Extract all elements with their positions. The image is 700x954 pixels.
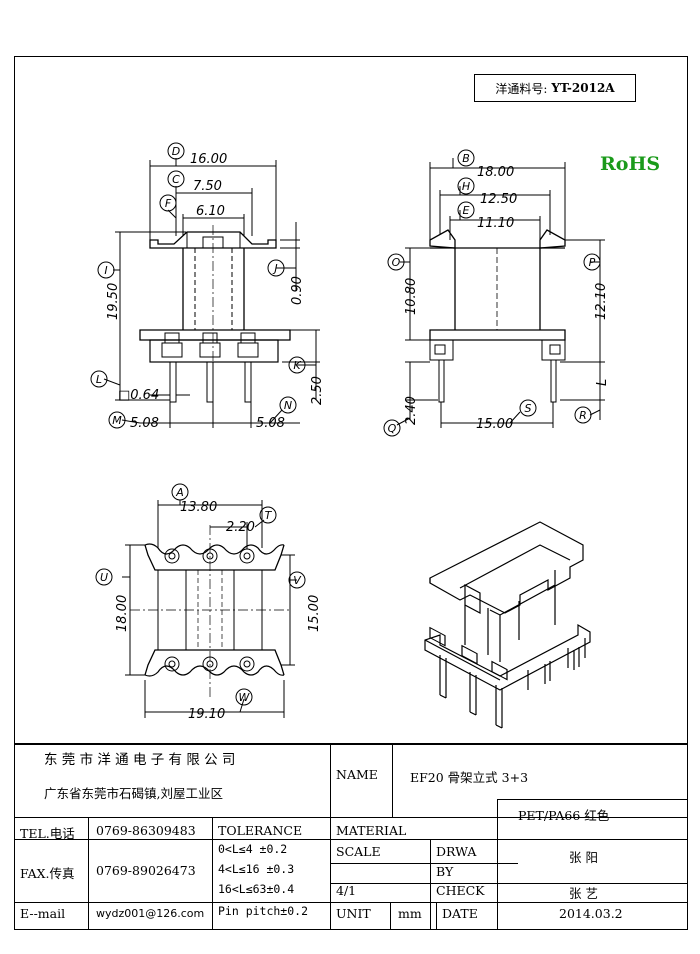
callout-K: K — [293, 359, 301, 372]
tolerance-row-1: 0<L≤4 ±0.2 — [218, 842, 288, 856]
name-label: NAME — [336, 767, 378, 782]
drawn-by-label-1: DRWA — [436, 844, 477, 859]
callout-circles — [90, 142, 601, 706]
fax-label: FAX.传真 — [20, 866, 75, 881]
dim-12-50: 12.50 — [480, 192, 517, 207]
bottom-view — [122, 500, 297, 718]
dim-19-50: 19.50 — [106, 283, 121, 320]
callout-Q: Q — [388, 422, 397, 435]
callout-B: B — [462, 152, 470, 165]
dim-2-40: 2.40 — [404, 396, 419, 425]
dim-2-50: 2.50 — [310, 376, 325, 405]
callout-letters: D C F I J K L M N B H E O P Q R S A T U … — [96, 145, 596, 704]
drawing-sheet — [14, 56, 688, 930]
dim-5-08-left: 5.08 — [130, 416, 159, 431]
dim-11-10: 11.10 — [477, 216, 514, 231]
callout-L: L — [96, 373, 102, 386]
dim-10-80: 10.80 — [404, 278, 419, 315]
part-number: YT-2012A — [551, 81, 615, 95]
callout-T: T — [265, 509, 273, 522]
drawn-by-label-2: BY — [436, 864, 454, 879]
callout-E: E — [463, 204, 470, 217]
unit-value: mm — [398, 906, 422, 921]
callout-N: N — [284, 399, 292, 412]
company-address: 广东省东莞市石碣镇,刘屋工业区 — [44, 786, 223, 801]
email-label: E--mail — [20, 906, 66, 921]
dim-2-20: 2.20 — [226, 520, 255, 535]
isometric-view — [424, 521, 591, 729]
unit-label: UNIT — [336, 906, 371, 921]
dim-16: 16.00 — [190, 152, 227, 167]
date-label: DATE — [442, 906, 478, 921]
dim-L: L — [595, 379, 610, 386]
company-name: 东 莞 市 洋 通 电 子 有 限 公 司 — [44, 752, 236, 768]
check-value: 张 艺 — [569, 886, 598, 901]
technical-drawing: D C F I J K L M N B H E O P Q R S A T U … — [90, 142, 610, 729]
tel-value: 0769-86309483 — [96, 823, 196, 838]
tel-label: TEL.电话 — [20, 826, 75, 841]
scale-value: 4/1 — [336, 883, 357, 898]
dim-5-08-right: 5.08 — [256, 416, 285, 431]
dim-0-64: □0.64 — [118, 388, 159, 403]
callout-D: D — [172, 145, 180, 158]
tolerance-row-4: Pin pitch±0.2 — [218, 904, 309, 918]
callout-I: I — [104, 264, 107, 277]
material-label: MATERIAL — [336, 823, 407, 838]
dim-13-80: 13.80 — [180, 500, 217, 515]
callout-W: W — [239, 691, 251, 704]
dim-12-10: 12.10 — [594, 283, 609, 320]
tolerance-row-3: 16<L≤63±0.4 — [218, 882, 295, 896]
callout-A: A — [175, 486, 184, 499]
callout-H: H — [462, 180, 470, 193]
callout-M: M — [112, 414, 122, 427]
rohs-mark: RoHS — [600, 153, 661, 175]
callout-F: F — [165, 197, 172, 210]
dim-18-bottom: 18.00 — [115, 595, 130, 632]
part-number-box: 洋通料号: YT-2012A — [474, 74, 636, 102]
callout-U: U — [100, 571, 108, 584]
callout-R: R — [579, 409, 587, 422]
side-view — [396, 158, 605, 428]
callout-V: V — [293, 574, 302, 587]
check-label: CHECK — [436, 883, 485, 898]
dim-6-10: 6.10 — [196, 204, 225, 219]
callout-C: C — [172, 173, 180, 186]
dimension-labels: 16.00 7.50 6.10 19.50 0.90 2.50 □0.64 5.… — [106, 152, 610, 722]
dim-18: 18.00 — [477, 165, 514, 180]
callout-O: O — [392, 256, 401, 269]
name-value: EF20 骨架立式 3+3 — [410, 770, 529, 785]
dim-15: 15.00 — [476, 417, 513, 432]
callout-J: J — [272, 262, 277, 275]
material-value: PET/PA66 红色 — [518, 808, 610, 823]
callout-P: P — [589, 256, 596, 269]
email-value: wydz001@126.com — [96, 907, 205, 920]
front-view — [103, 158, 320, 428]
part-number-label: 洋通料号: — [495, 81, 548, 96]
drawn-by-value: 张 阳 — [569, 850, 598, 865]
title-block: 东 莞 市 洋 通 电 子 有 限 公 司 广东省东莞市石碣镇,刘屋工业区 NA… — [14, 743, 688, 930]
dim-15-bottom: 15.00 — [307, 595, 322, 632]
dim-0-90: 0.90 — [290, 276, 305, 305]
fax-value: 0769-89026473 — [96, 863, 196, 878]
callout-S: S — [525, 402, 532, 415]
dim-19-10: 19.10 — [188, 707, 225, 722]
scale-label: SCALE — [336, 844, 381, 859]
tolerance-row-2: 4<L≤16 ±0.3 — [218, 862, 295, 876]
date-value: 2014.03.2 — [559, 906, 623, 921]
dim-7-50: 7.50 — [193, 179, 222, 194]
tolerance-label: TOLERANCE — [218, 823, 303, 838]
